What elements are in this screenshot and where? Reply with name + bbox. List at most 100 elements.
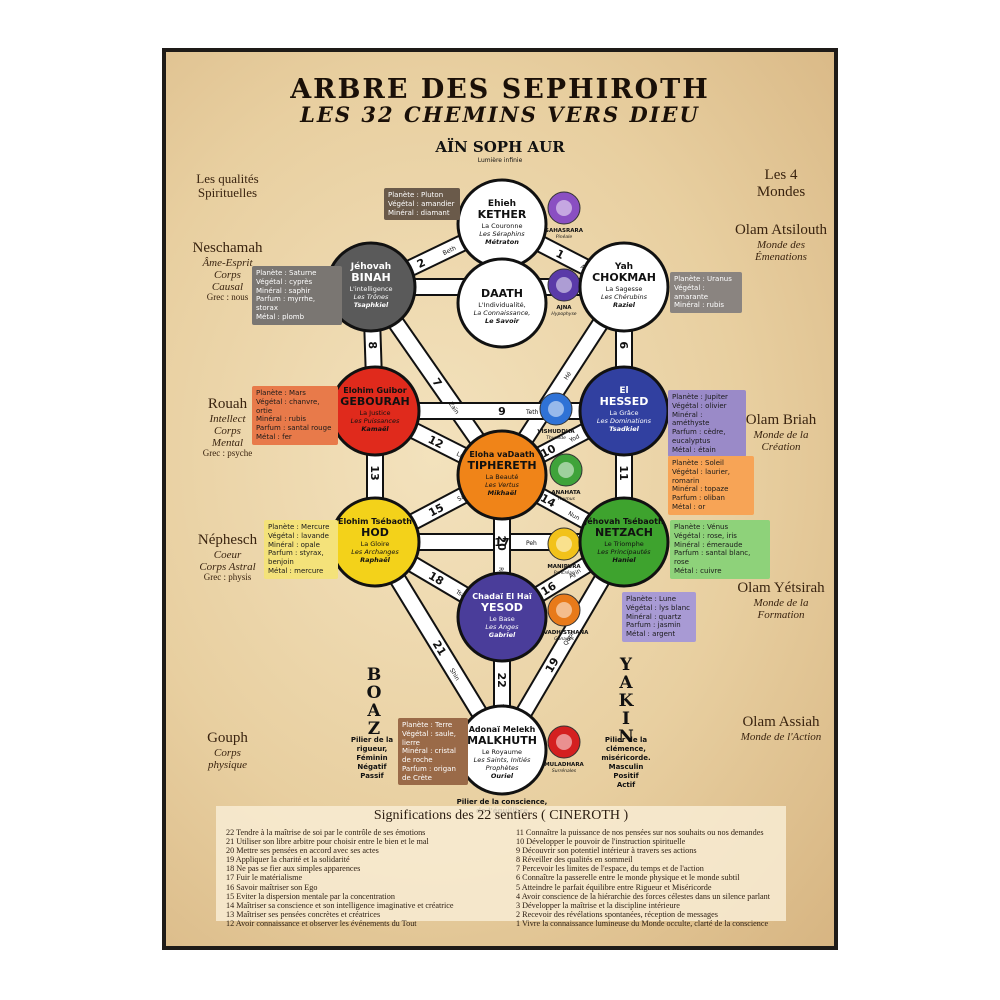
chakra-name: MANIPURA [547, 564, 581, 570]
sephira-line: La Grâce [610, 409, 639, 417]
sephira-name: NETZACH [595, 526, 653, 539]
sephira-line: Tsadkiel [609, 425, 640, 433]
path-number: 20 [495, 535, 508, 551]
legend-item: 16 Savoir maîtriser son Ego [226, 882, 318, 892]
boaz-line: Passif [360, 772, 384, 780]
chakra-name: AJNA [556, 305, 572, 311]
ain-soph-sub: Lumière infinie [478, 157, 523, 164]
legend-item: 5 Atteindre le parfait équilibre entre R… [516, 882, 712, 892]
nephesch-block: Néphesch Coeur Corps Astral Grec : physi… [197, 532, 258, 582]
yakin-letter: Y [619, 655, 633, 675]
sephira-name: KETHER [478, 208, 527, 221]
chakra-gland: Hypophyse [551, 311, 576, 317]
sephira-name: DAATH [481, 287, 523, 300]
chakra-gland: Gonades [554, 636, 574, 642]
binah-planet-box: Planète : Saturne Végétal : cyprès Minér… [252, 266, 342, 325]
path-number: 6 [617, 341, 630, 349]
legend-item: 1 Vivre la connaissance lumineuse du Mon… [516, 918, 769, 928]
path-number: 15 [426, 501, 446, 520]
divine-name: Eloha vaDaath [469, 450, 534, 459]
yakin-line: miséricorde. [601, 754, 650, 762]
chakra-center [548, 401, 564, 417]
yakin-line: clémence, [606, 745, 646, 753]
legend-item: 4 Avoir conscience de la hiérarchie des … [516, 891, 771, 901]
legend-right-list: 11 Connaître la puissance de nos pensées… [516, 828, 770, 928]
sephira-circle [456, 571, 548, 663]
boaz-letter: Z [368, 719, 380, 739]
chakra-center [556, 734, 572, 750]
chakra-gland: Thymus [557, 496, 575, 502]
geburah-planet-box: Planète : Mars Végétal : chanvre, ortie … [252, 386, 338, 445]
sephira-line: Haniel [612, 556, 636, 564]
yakin-line: Actif [617, 781, 636, 789]
sephira-line: Les Archanges [351, 548, 399, 556]
hod-planet-box: Planète : Mercure Végétal : lavande Miné… [264, 520, 338, 579]
poster-frame: ARBRE DES SEPHIROTH LES 32 CHEMINS VERS … [162, 48, 838, 950]
path-letter: Hé [563, 370, 574, 381]
sephira-name: CHOKMAH [592, 271, 656, 284]
path-number: 13 [368, 465, 381, 480]
legend-item: 12 Avoir connaissance et observer les év… [226, 918, 417, 928]
path-number: 11 [617, 465, 630, 480]
legend-title: Significations des 22 sentiers ( CINEROT… [373, 808, 629, 823]
yakin-letter: A [618, 673, 633, 693]
chakra-center [558, 462, 574, 478]
chokmah-planet-box: Planète : Uranus Végétal : amarante Miné… [670, 272, 742, 313]
boaz-letter: B [367, 665, 381, 685]
path-number: 22 [495, 672, 508, 687]
sephira-line: La Couronne [481, 222, 522, 230]
chakra-gland: Pinéale [556, 233, 573, 240]
chakra-name: VISHUDDHA [537, 429, 575, 435]
tiphereth-planet-box: Planète : Soleil Végétal : laurier, roma… [668, 456, 754, 515]
sephira-line: Les Trônes [354, 293, 389, 301]
path-letter: Peh [526, 540, 537, 547]
sephira-line: Les Dominations [597, 417, 652, 425]
sephira-line: Les Vertus [485, 481, 519, 489]
briah-block: Olam Briah Monde de la Création [745, 412, 817, 453]
sephira-line: Gabriel [489, 631, 516, 639]
sephira-line: La Connaissance, [474, 309, 531, 317]
sephira-line: Mikhaël [488, 489, 517, 497]
boaz-letter: A [366, 701, 381, 721]
sephira-line: La Beauté [486, 473, 519, 481]
legend-item: 3 Développer la maîtrise et la disciplin… [516, 900, 680, 910]
sephira-line: Tsaphkiel [354, 301, 389, 309]
legend-item: 2 Recevoir des révélations spontanées, r… [516, 909, 718, 919]
chakra-gland: Pancréas [554, 569, 575, 576]
yakin-line: Pilier de la [605, 736, 648, 744]
legend-item: 7 Percevoir les limites de l'espace, du … [516, 864, 704, 874]
middle-pillar-line: Pilier de la conscience, [457, 798, 548, 806]
chakra-name: SVADHISTHANA [540, 630, 589, 636]
sephira-line: Les Principautés [597, 548, 651, 556]
sephira-line: Raziel [613, 301, 636, 309]
sephira-name: YESOD [480, 601, 523, 614]
sephira-name: BINAH [351, 271, 390, 284]
chakra-center [556, 277, 572, 293]
sephira-name: HESSED [600, 395, 649, 408]
sephira-circle [456, 257, 548, 349]
yakin-letter: K [619, 691, 635, 711]
boaz-line: Pilier de la [351, 736, 394, 744]
atsilouth-block: Olam Atsilouth Monde des Émenations [734, 222, 828, 263]
sephira-line: Les Séraphins [479, 230, 525, 238]
parchment-background: ARBRE DES SEPHIROTH LES 32 CHEMINS VERS … [166, 52, 834, 946]
legend-item: 21 Utiliser son libre arbitre pour chois… [226, 837, 429, 847]
sephira-line: Métraton [485, 238, 519, 246]
chakra-center [556, 200, 572, 216]
ain-soph-aur-label: AÏN SOPH AUR [434, 137, 565, 156]
sephira-circle [578, 496, 670, 588]
chakra-center [556, 602, 572, 618]
path-number: 8 [366, 341, 379, 349]
paths-legend: Significations des 22 sentiers ( CINEROT… [216, 806, 786, 928]
